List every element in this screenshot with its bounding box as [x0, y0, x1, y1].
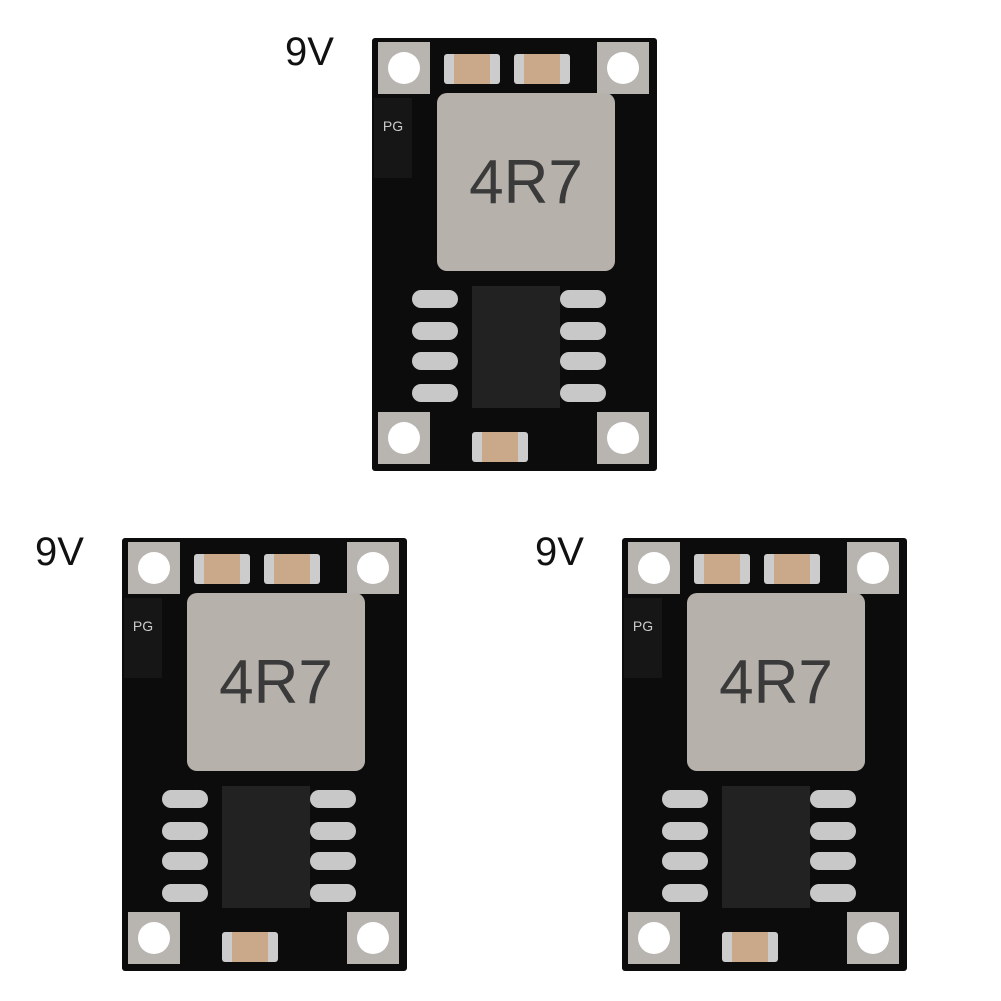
- pg-marking: PG: [124, 598, 162, 678]
- inductor: 4R7: [687, 593, 865, 771]
- pcb-module: PG 4R7: [372, 38, 657, 471]
- inductor-marking: 4R7: [719, 647, 833, 717]
- voltage-label: 9V: [535, 530, 584, 574]
- pg-marking: PG: [374, 98, 412, 178]
- pcb-module: PG 4R7: [622, 538, 907, 971]
- inductor: 4R7: [187, 593, 365, 771]
- inductor: 4R7: [437, 93, 615, 271]
- inductor-marking: 4R7: [219, 647, 333, 717]
- inductor-marking: 4R7: [469, 147, 583, 217]
- ic-chip: [472, 286, 560, 408]
- pg-marking: PG: [624, 598, 662, 678]
- pcb-module: PG 4R7: [122, 538, 407, 971]
- voltage-label: 9V: [285, 30, 334, 74]
- voltage-label: 9V: [35, 530, 84, 574]
- ic-chip: [722, 786, 810, 908]
- ic-chip: [222, 786, 310, 908]
